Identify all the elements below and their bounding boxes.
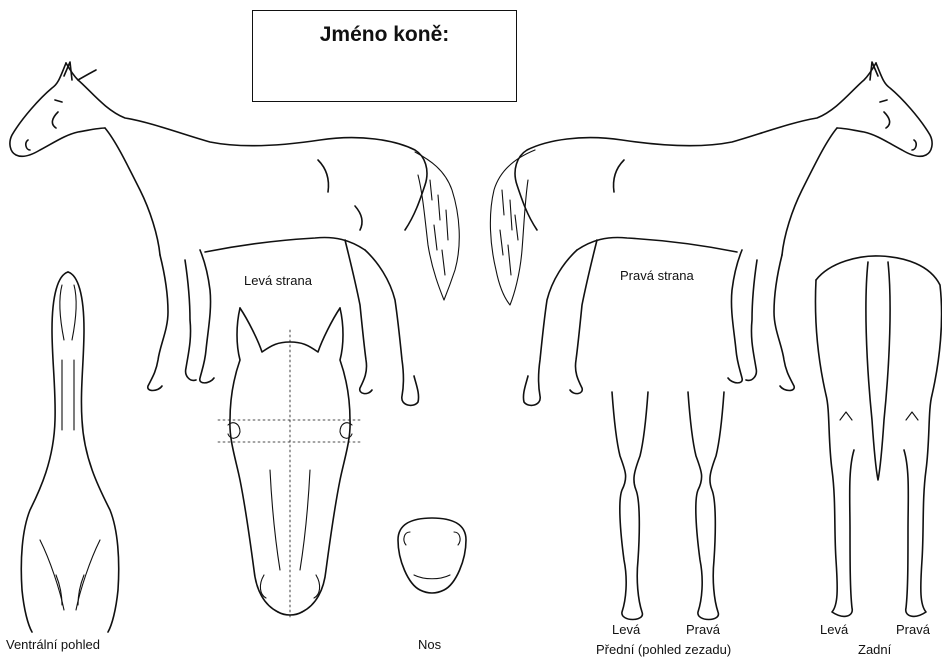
ventral-view-label: Ventrální pohled: [6, 637, 100, 652]
right-side-label: Pravá strana: [620, 268, 694, 283]
left-side-label: Levá strana: [244, 273, 312, 288]
rear-view-caption: Zadní: [858, 642, 891, 657]
head-front-view-outline: [218, 308, 362, 620]
nose-label: Nos: [418, 637, 441, 652]
front-left-label: Levá: [612, 622, 640, 637]
front-right-label: Pravá: [686, 622, 720, 637]
horse-left-tail: [415, 152, 459, 300]
front-view-caption: Přední (pohled zezadu): [596, 642, 731, 657]
rear-legs-outline: [815, 256, 941, 616]
rear-right-label: Pravá: [896, 622, 930, 637]
ventral-view-outline: [21, 272, 118, 632]
horse-right-tail: [490, 150, 535, 305]
front-legs-outline: [612, 392, 724, 620]
form-title: Jméno koně:: [253, 23, 516, 47]
rear-left-label: Levá: [820, 622, 848, 637]
horse-name-box[interactable]: Jméno koně:: [252, 10, 517, 102]
nose-outline: [398, 518, 466, 593]
horse-left-side-outline: [10, 62, 427, 405]
horse-right-side-outline: [515, 62, 932, 405]
